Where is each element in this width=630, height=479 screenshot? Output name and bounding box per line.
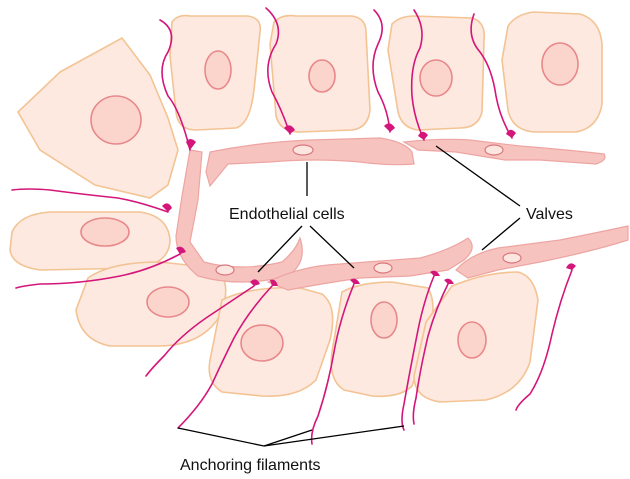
leader-endothelial-right xyxy=(310,226,354,268)
tissue-cells-top xyxy=(18,12,602,198)
endothelial-nucleus xyxy=(503,253,521,263)
endothelial-nucleus xyxy=(374,263,392,273)
cell-nucleus xyxy=(81,218,129,246)
cell-nucleus xyxy=(542,43,578,85)
filament-anchor-point xyxy=(384,123,395,132)
leader-anchoring-2 xyxy=(264,430,312,446)
filament-anchor-point xyxy=(418,132,428,140)
filament-anchor-point xyxy=(350,279,360,284)
label-valves: Valves xyxy=(526,206,573,223)
endothelial-cell-top-left xyxy=(206,138,414,186)
cell-nucleus xyxy=(147,287,189,317)
tissue-cells-left xyxy=(10,212,170,270)
filament-anchor-point xyxy=(444,279,454,284)
label-anchoring-filaments: Anchoring filaments xyxy=(180,457,321,474)
leader-valve-lower xyxy=(482,218,520,250)
cell-nucleus xyxy=(458,322,486,358)
leader-anchoring-1 xyxy=(178,428,264,446)
endothelial-nucleus xyxy=(485,145,503,155)
endothelial-cell-top-right xyxy=(404,139,605,164)
cell-nucleus xyxy=(205,51,231,89)
anchoring-filament xyxy=(373,10,390,132)
filament-anchor-point xyxy=(566,263,576,270)
leader-anchoring-3 xyxy=(264,426,404,446)
label-endothelial-cells: Endothelial cells xyxy=(229,206,345,223)
cell-nucleus xyxy=(91,96,141,144)
cell-nucleus xyxy=(241,325,283,361)
cell-nucleus xyxy=(371,302,397,338)
cell-nucleus xyxy=(309,60,335,92)
filament-anchor-point xyxy=(186,139,196,150)
endothelial-cell-bottom-right xyxy=(456,226,628,278)
endothelial-nucleus xyxy=(216,265,234,275)
cell-nucleus xyxy=(420,60,452,96)
endothelial-nucleus xyxy=(293,145,313,155)
